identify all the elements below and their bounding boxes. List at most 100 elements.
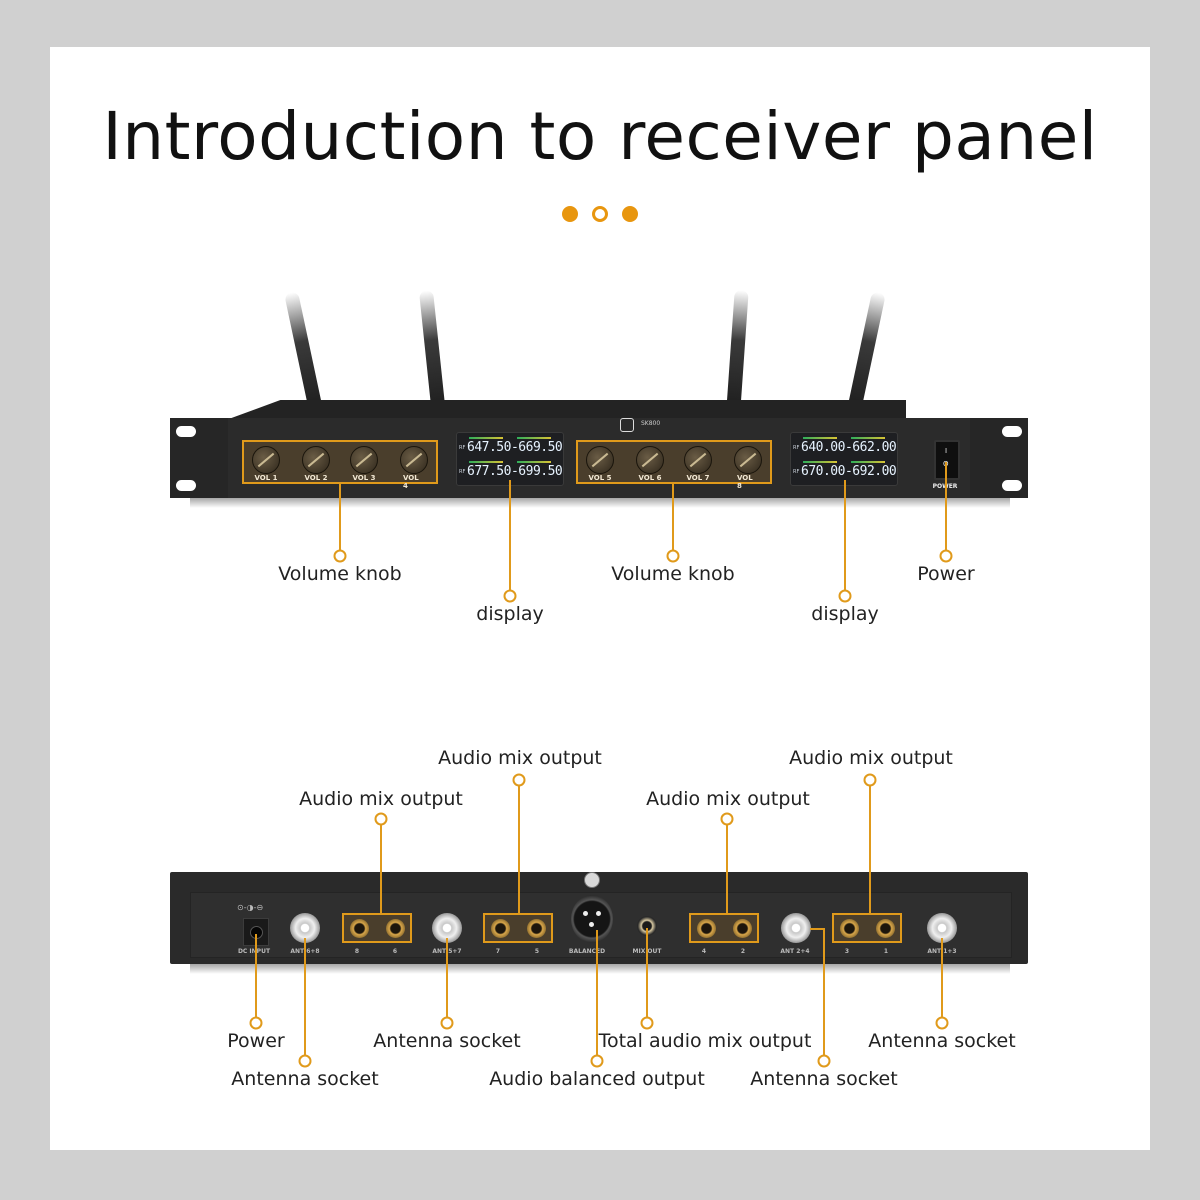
callout-line [823,928,825,1061]
rf-label: RF [793,445,800,451]
content-panel [50,47,1150,1150]
audio-jack-7[interactable] [491,919,510,938]
port-label: 5 [534,948,540,955]
callout-marker [838,589,852,603]
mix-out-jack[interactable] [637,916,657,936]
callout-marker [939,549,953,563]
audio-jack-1[interactable] [876,919,895,938]
audio-jack-4[interactable] [697,919,716,938]
port-label: 4 [701,948,707,955]
callout-audio-balanced-output: Audio balanced output [489,1068,705,1090]
signal-meter [803,461,837,463]
vol-label: VOL 1 [254,474,278,482]
audio-output-group-7-5 [483,913,553,943]
callout-line [844,480,846,596]
signal-meter [517,461,551,463]
volume-knob-3[interactable] [350,446,378,474]
callout-marker [590,1054,604,1068]
audio-output-group-3-1 [832,913,902,943]
volume-knob-7[interactable] [684,446,712,474]
pagination-dot-3[interactable] [622,206,638,222]
callout-line [945,462,947,556]
callout-line [596,930,598,1061]
volume-knob-5[interactable] [586,446,614,474]
callout-line [810,928,824,930]
polarity-icon: ⊙-◑-⊖ [237,903,264,912]
signal-meter [851,461,885,463]
rack-slot [1002,426,1022,437]
rack-slot [176,480,196,491]
signal-meter [851,437,885,439]
callout-line [726,824,728,914]
audio-jack-5[interactable] [527,919,546,938]
volume-knob-8[interactable] [734,446,762,474]
unit-shadow [190,498,1010,508]
pagination-dot-1[interactable] [562,206,578,222]
xlr-pin [589,922,594,927]
port-label: 3 [844,948,850,955]
rack-slot [1002,480,1022,491]
callout-marker [503,589,517,603]
callout-line [339,484,341,556]
xlr-balanced-output[interactable] [571,895,613,943]
callout-line [304,938,306,1061]
callout-marker [666,549,680,563]
rf-label: RF [459,445,466,451]
callout-audio-mix-output: Audio mix output [646,788,810,810]
rack-ear-left [170,418,228,498]
callout-line [255,934,257,1022]
port-label: 8 [354,948,360,955]
signal-meter [803,437,837,439]
callout-antenna-socket: Antenna socket [373,1030,521,1052]
callout-marker [640,1016,654,1030]
volume-knob-2[interactable] [302,446,330,474]
rack-slot [176,426,196,437]
port-label: DC INPUT [237,948,271,955]
vol-label: VOL 3 [352,474,376,482]
callout-marker [333,549,347,563]
signal-meter [517,437,551,439]
callout-antenna-socket: Antenna socket [231,1068,379,1090]
volume-knob-group-left: VOL 1 VOL 2 VOL 3 VOL 4 [242,440,438,490]
callout-volume-knob-right: Volume knob [611,563,735,585]
callout-volume-knob-left: Volume knob [278,563,402,585]
callout-display-left: display [476,603,544,625]
callout-line [446,938,448,1022]
port-label: 1 [883,948,889,955]
frequency-display-left: RF 647.50-669.50 RF 677.50-699.50 [456,432,564,486]
callout-antenna-socket: Antenna socket [868,1030,1016,1052]
callout-line [869,785,871,914]
callout-line [672,484,674,556]
audio-output-group-8-6 [342,913,412,943]
brand-logo-icon [620,418,634,432]
callout-line [518,785,520,914]
pagination-dots [562,206,638,222]
callout-audio-mix-output: Audio mix output [789,747,953,769]
volume-knob-6[interactable] [636,446,664,474]
volume-knob-1[interactable] [252,446,280,474]
chassis-top [226,400,906,420]
xlr-pin [596,911,601,916]
pagination-dot-2[interactable] [592,206,608,222]
port-label: 6 [392,948,398,955]
callout-display-right: display [811,603,879,625]
callout-total-audio-mix-output: Total audio mix output [598,1030,812,1052]
callout-line [380,824,382,914]
callout-line [646,928,648,1022]
audio-jack-6[interactable] [386,919,405,938]
audio-jack-8[interactable] [350,919,369,938]
audio-output-group-4-2 [689,913,759,943]
antenna-socket-2-4[interactable] [781,913,811,943]
callout-marker [440,1016,454,1030]
rack-ear-right [970,418,1028,498]
xlr-pin [583,911,588,916]
audio-jack-3[interactable] [840,919,859,938]
display-freq-1: 647.50-669.50 [467,440,563,455]
callout-audio-mix-output: Audio mix output [299,788,463,810]
audio-jack-2[interactable] [733,919,752,938]
callout-marker [935,1016,949,1030]
callout-marker [249,1016,263,1030]
power-switch[interactable]: I O [934,440,960,480]
volume-knob-4[interactable] [400,446,428,474]
page-title: Introduction to receiver panel [102,98,1098,175]
